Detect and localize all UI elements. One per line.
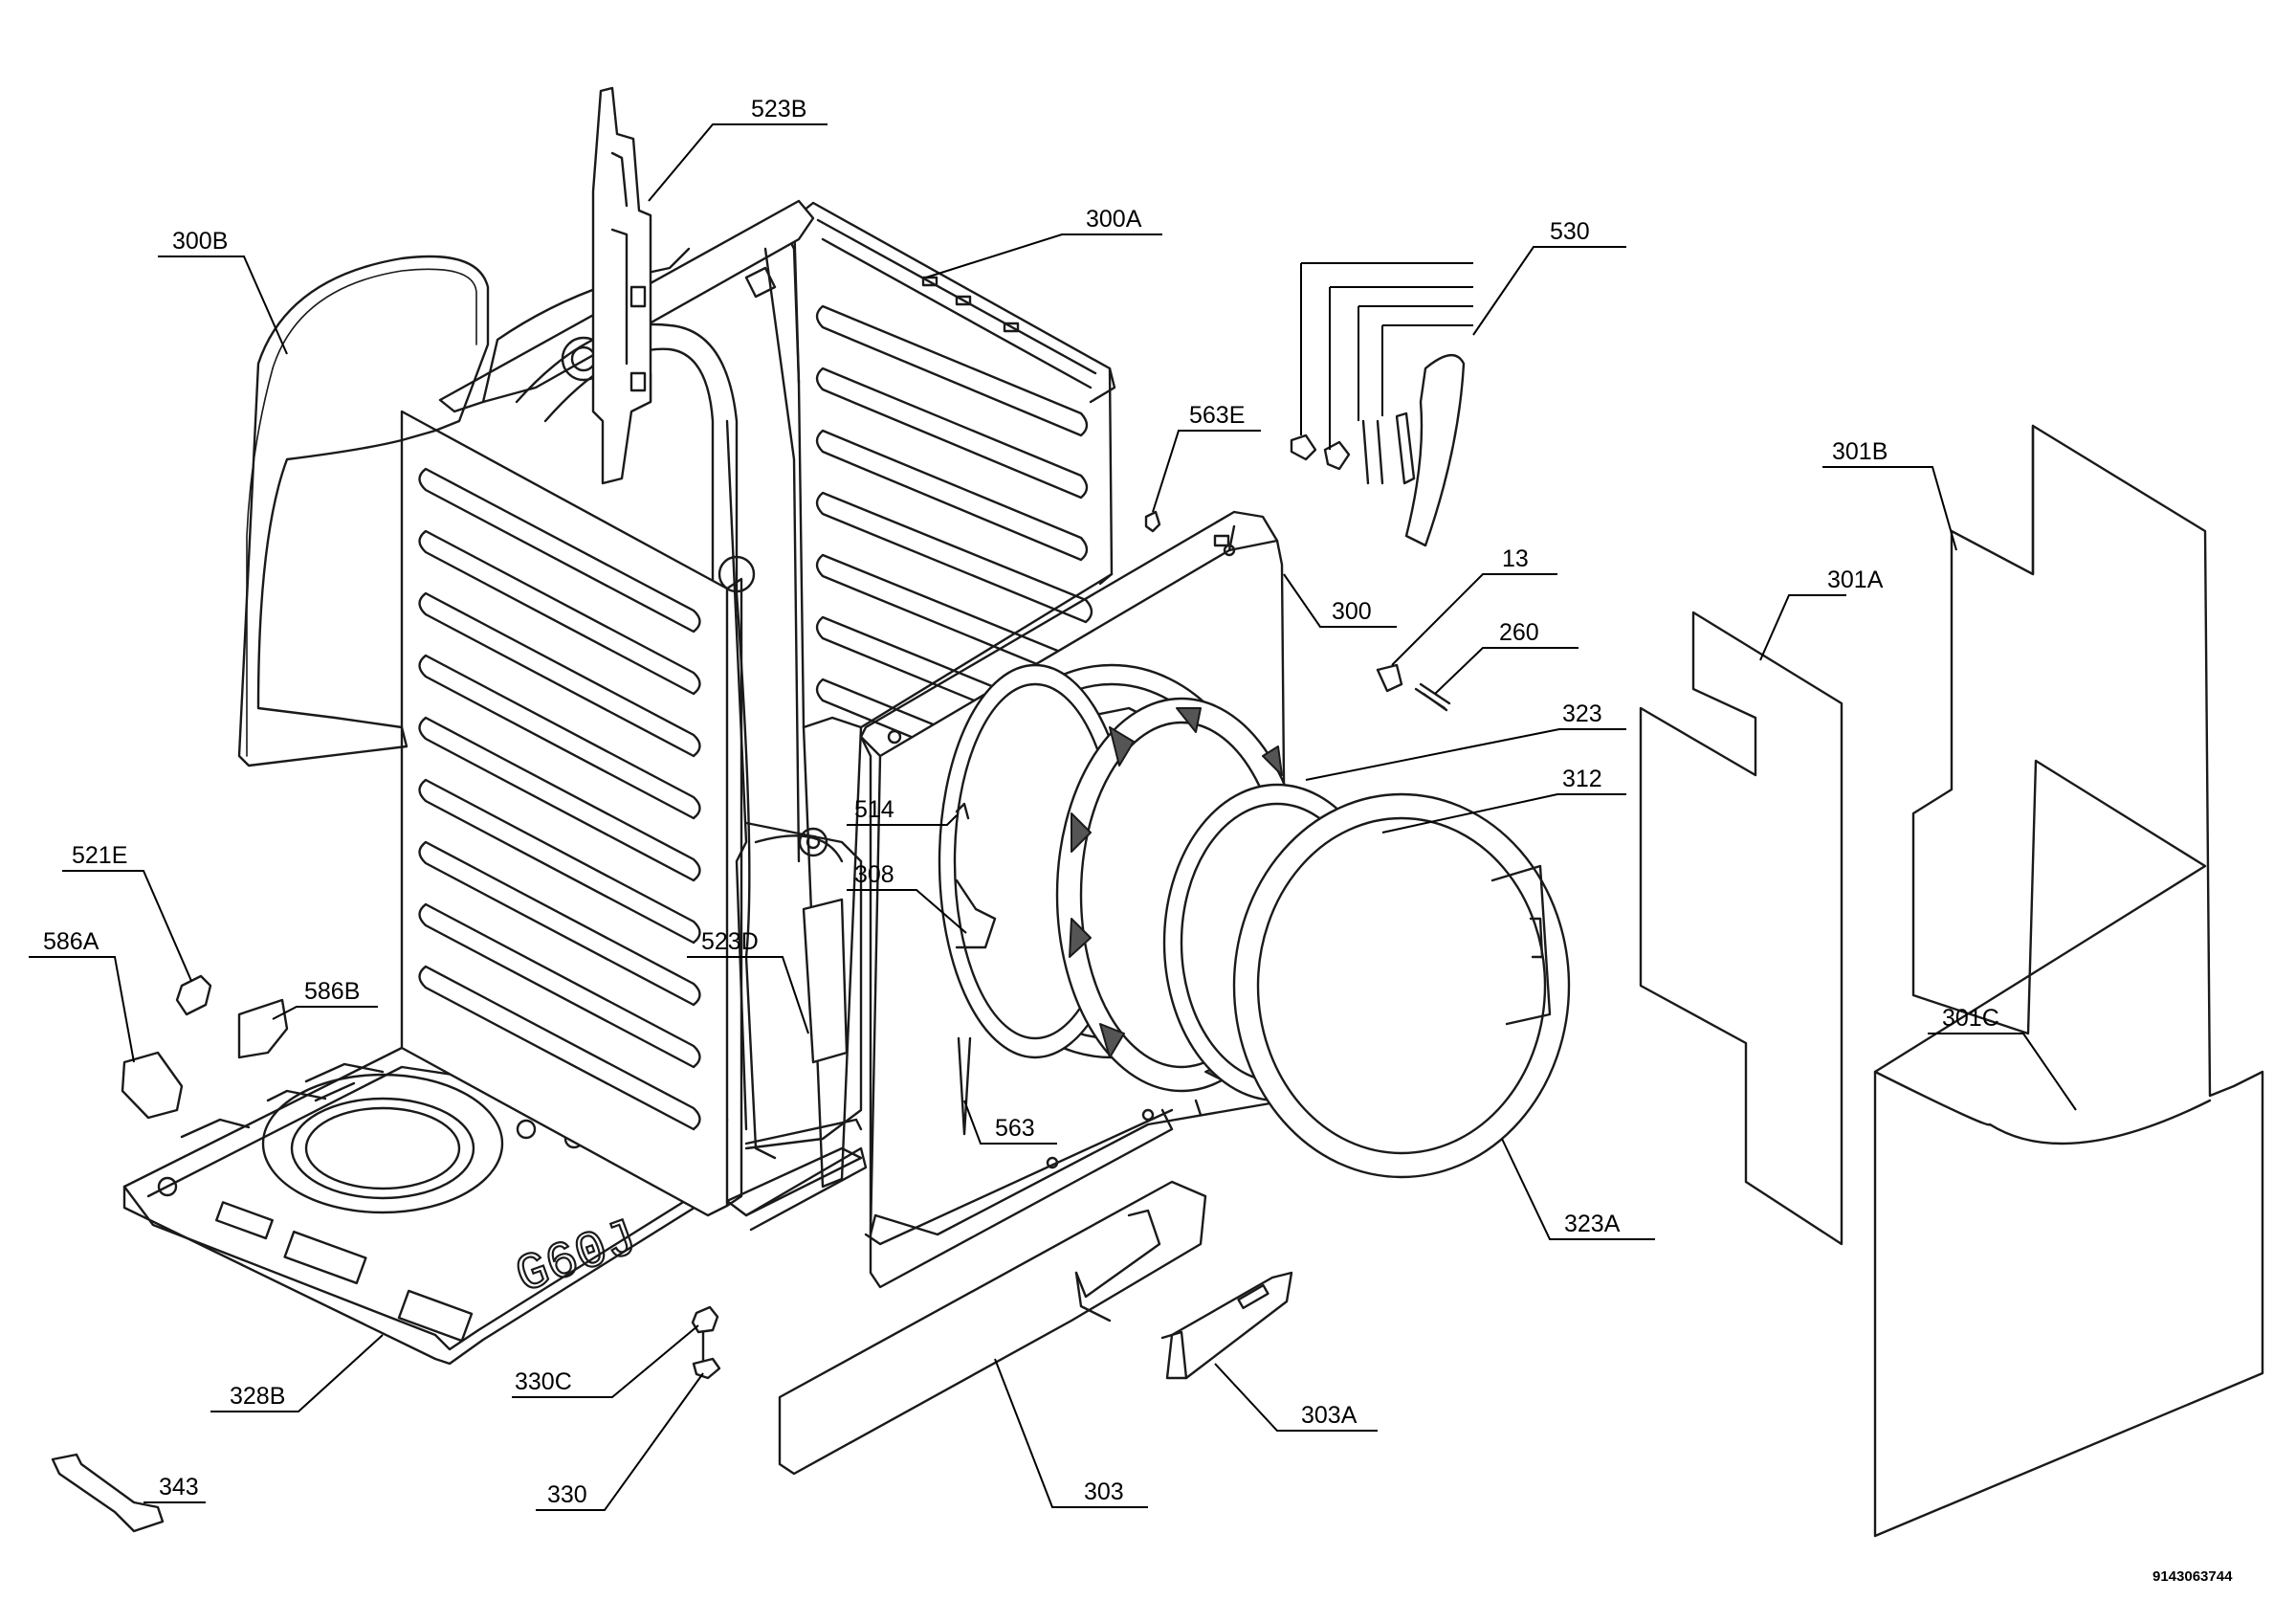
- rod-563: [957, 1036, 972, 1136]
- callout-301a: 301A: [1827, 567, 1884, 593]
- callout-300b: 300B: [172, 228, 228, 255]
- callout-586a: 586A: [43, 928, 99, 955]
- small-parts: [802, 510, 1451, 1136]
- callout-13: 13: [1502, 545, 1529, 572]
- part-13: [1376, 663, 1403, 693]
- callout-586b: 586B: [304, 978, 360, 1005]
- callout-523d: 523D: [701, 928, 759, 955]
- kick-panel-303: [778, 1180, 1207, 1476]
- callout-563e: 563E: [1189, 402, 1245, 429]
- callout-312: 312: [1562, 766, 1602, 792]
- callout-301c: 301C: [1942, 1005, 1999, 1032]
- callout-308: 308: [854, 861, 894, 888]
- callout-260: 260: [1499, 619, 1539, 646]
- screw-514: [955, 802, 970, 820]
- callout-328b: 328B: [230, 1383, 285, 1410]
- insulation-301c: [1873, 1070, 2212, 1145]
- side-panel: [400, 410, 743, 1217]
- switches: [121, 974, 289, 1120]
- spring-260: [1414, 682, 1451, 712]
- rear-seal-300b: [237, 255, 490, 767]
- bottom-rails: [725, 1118, 868, 1232]
- document-number: 9143063744: [2152, 1568, 2233, 1585]
- callout-301b: 301B: [1832, 438, 1888, 465]
- insulation-301b: [1873, 424, 2264, 1538]
- screw-563e: [1144, 510, 1161, 533]
- bracket-523d: [802, 898, 849, 1064]
- callout-330: 330: [547, 1481, 587, 1508]
- feet: [691, 1305, 721, 1380]
- rear-panel-300a: [783, 201, 1116, 1189]
- callout-523b: 523B: [751, 96, 806, 122]
- callouts: 523B 300A 300B 530 563E 300 13 260 323 3…: [29, 96, 2077, 1511]
- callout-300a: 300A: [1086, 206, 1142, 233]
- callout-530: 530: [1550, 218, 1590, 245]
- callout-521e: 521E: [72, 842, 127, 869]
- callout-303a: 303A: [1301, 1402, 1358, 1429]
- door-323a: [1232, 792, 1571, 1179]
- callout-330c: 330C: [515, 1368, 572, 1395]
- flap-303a: [1160, 1271, 1293, 1380]
- callout-563: 563: [995, 1115, 1035, 1142]
- callout-323a: 323A: [1564, 1211, 1621, 1237]
- wrench-343: [51, 1453, 165, 1533]
- callout-323: 323: [1562, 700, 1602, 727]
- hinge-530: [1290, 354, 1466, 547]
- callout-343: 343: [159, 1474, 199, 1501]
- callout-514: 514: [854, 796, 894, 823]
- insulation-301a: [1639, 611, 1843, 1246]
- callout-303: 303: [1084, 1478, 1124, 1505]
- bracket-523b: [591, 86, 652, 485]
- callout-300: 300: [1332, 598, 1372, 625]
